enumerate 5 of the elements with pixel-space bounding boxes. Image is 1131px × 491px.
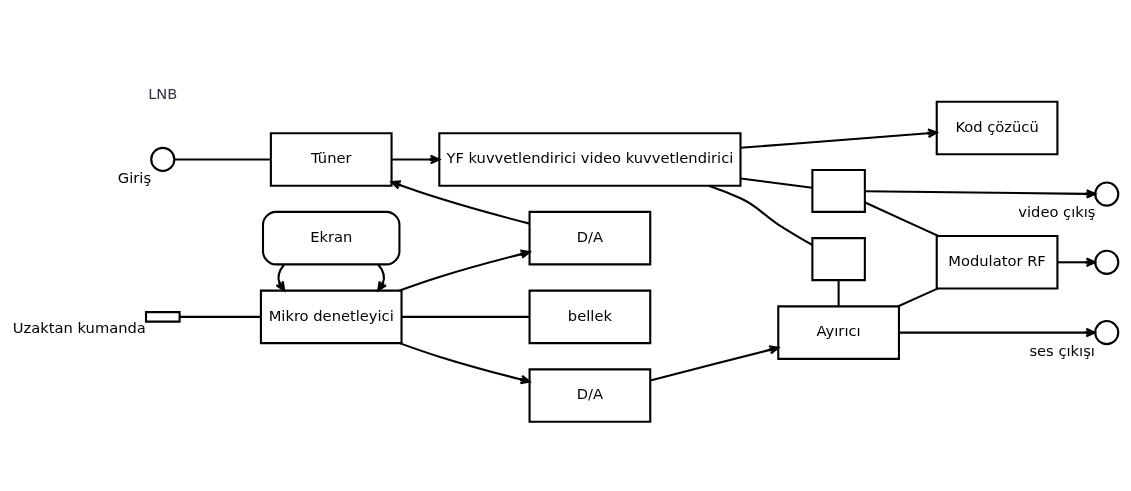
label: LNB	[148, 85, 178, 103]
node-label: Giriş	[117, 168, 152, 186]
node-label: ses çıkışı	[1029, 341, 1095, 359]
node-label: video çıkış	[1018, 203, 1096, 221]
node-label: Uzaktan kumanda	[12, 319, 146, 337]
